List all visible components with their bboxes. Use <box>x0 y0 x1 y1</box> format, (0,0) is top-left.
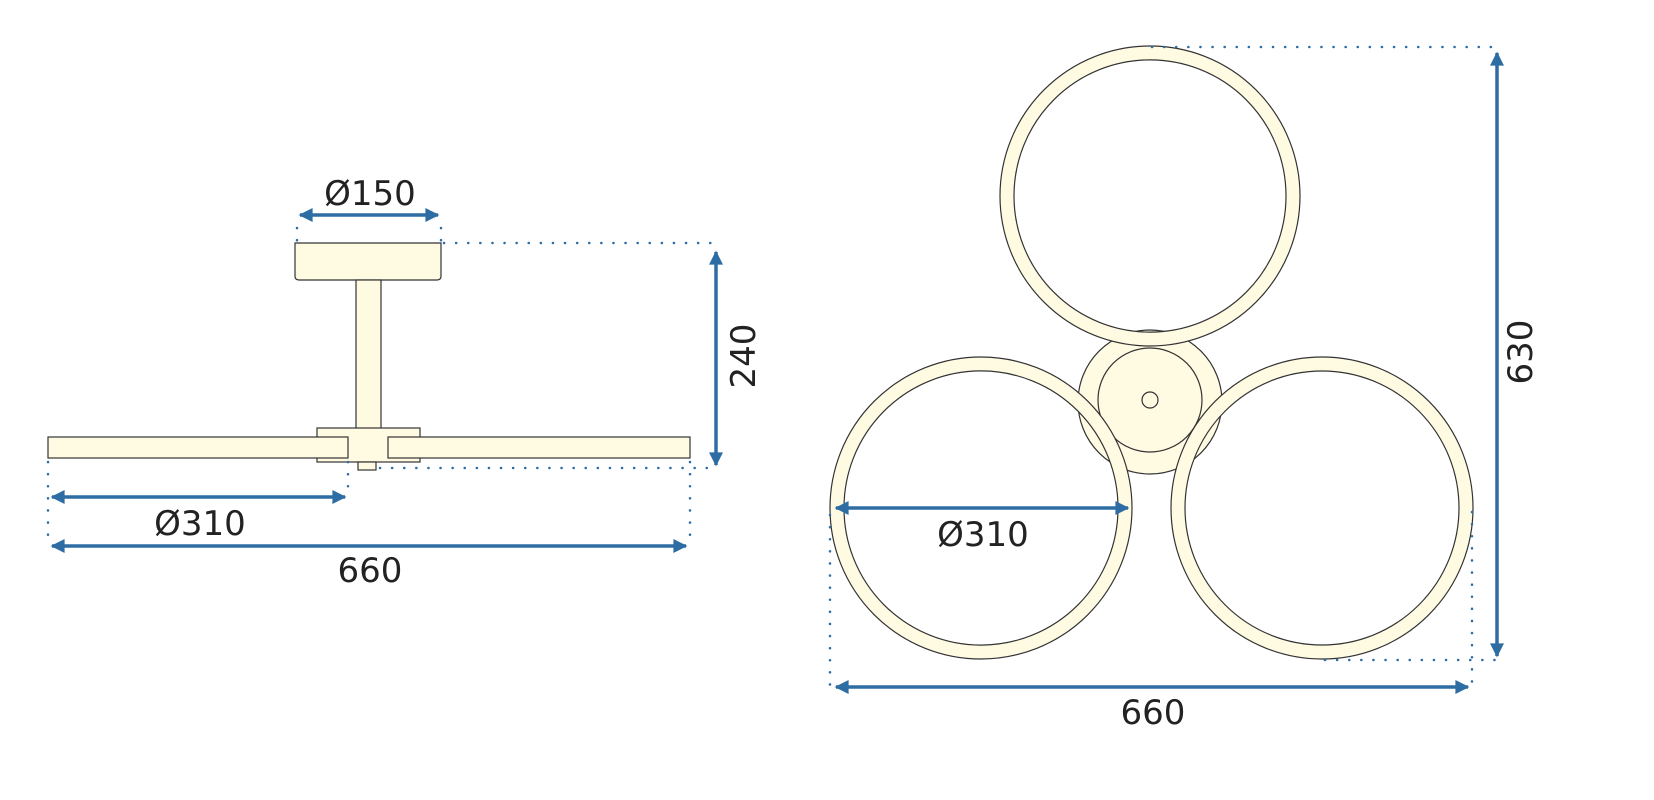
top-width-label: 660 <box>1121 693 1186 733</box>
side-view: Ø150 240 Ø310 660 <box>46 174 764 591</box>
depth-label: 630 <box>1501 320 1541 385</box>
ring-diameter-label: Ø310 <box>154 504 246 544</box>
top-view: Ø310 660 630 <box>828 45 1541 733</box>
width-label: 660 <box>338 551 403 591</box>
canopy-diameter-label: Ø150 <box>324 174 416 214</box>
nub <box>357 461 377 471</box>
right-ring <box>1170 356 1474 660</box>
hub-screw <box>1141 391 1159 409</box>
left-arm <box>47 436 349 459</box>
height-label: 240 <box>724 324 764 389</box>
right-arm <box>387 436 691 459</box>
top-ring-diameter-label: Ø310 <box>937 515 1029 555</box>
top-ring <box>999 45 1301 347</box>
canopy <box>294 242 442 281</box>
stem <box>355 279 382 431</box>
